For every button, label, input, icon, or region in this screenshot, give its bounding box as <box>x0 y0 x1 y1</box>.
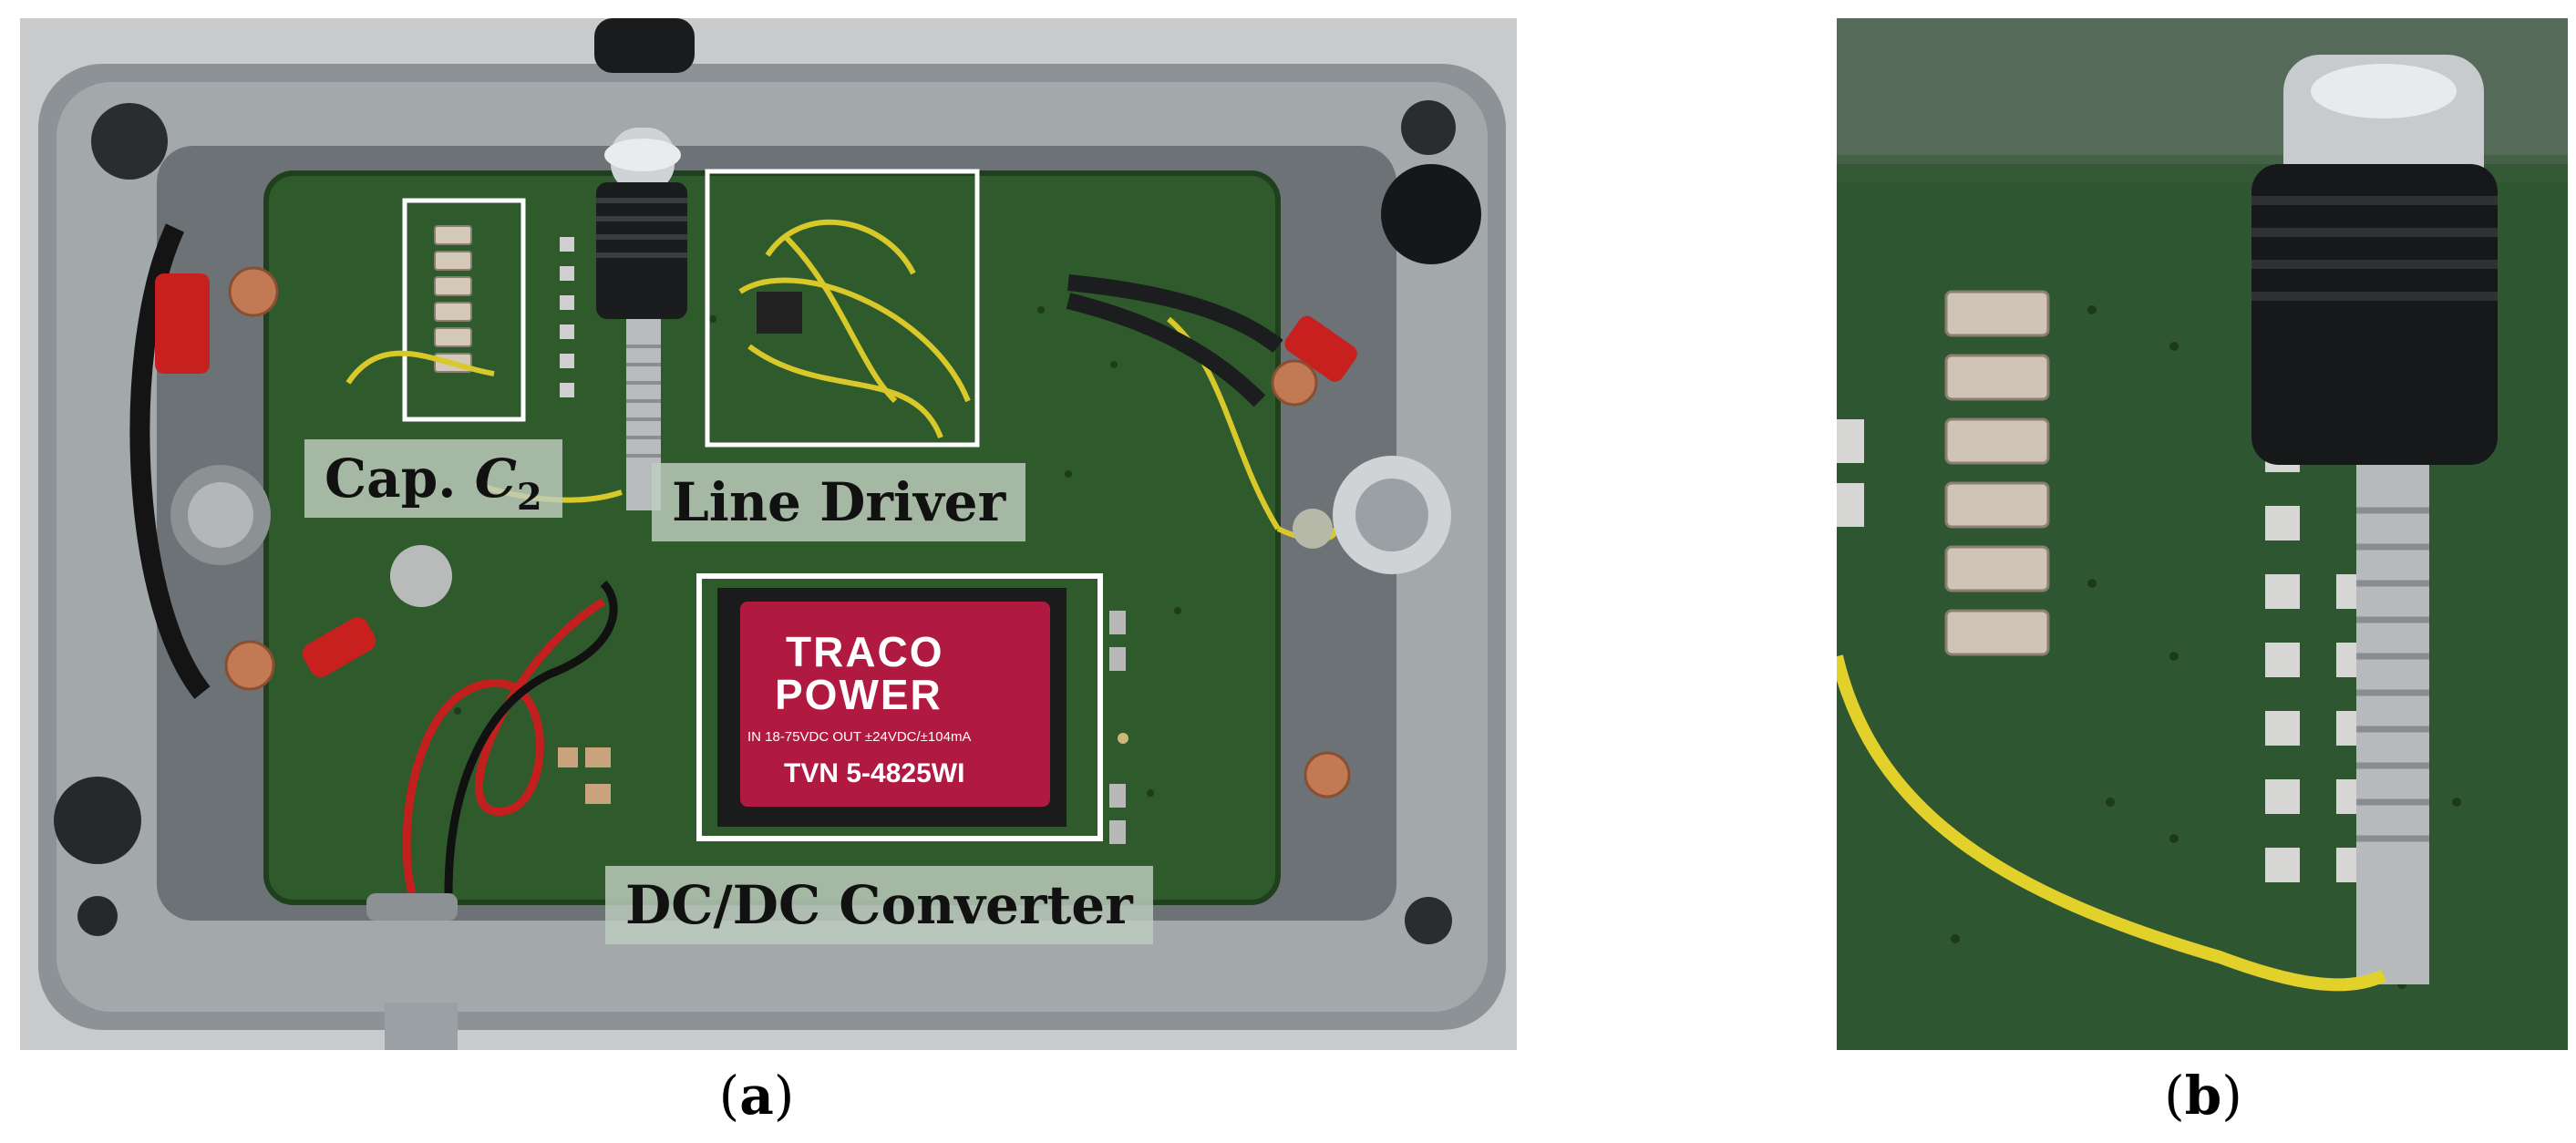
caption-b: (b) <box>2112 1065 2294 1127</box>
photo-enclosure-overview: TRACO POWER IN 18-75VDC OUT ±24VDC/±104m… <box>20 18 1517 1050</box>
capacitor-label-subscript: 2 <box>516 476 542 519</box>
left-red-terminal <box>155 273 210 374</box>
line-driver-label: Line Driver <box>652 463 1026 541</box>
yellow-wires <box>345 219 1337 542</box>
caption-a-open: ( <box>718 1065 740 1127</box>
capacitor-label: Cap. C2 <box>304 439 562 518</box>
capacitor-label-prefix: Cap. <box>325 448 475 510</box>
dcdc-brand-line2: POWER <box>775 671 943 718</box>
screw-hole-top-right <box>1401 100 1456 155</box>
photo-capacitor-closeup <box>1837 18 2568 1050</box>
caption-a-letter: a <box>739 1065 774 1127</box>
dcdc-model-text: TVN 5-4825WI <box>784 758 965 788</box>
dcdc-highlight-box <box>696 573 1103 841</box>
line-driver-highlight-box <box>705 169 980 448</box>
closeup-capacitors <box>1944 290 2050 656</box>
closeup-yellow-wire <box>1837 654 2387 992</box>
dcdc-label: DC/DC Converter <box>605 866 1153 944</box>
line-driver-ic <box>757 292 802 334</box>
dcdc-brand-line1: TRACO <box>786 628 944 675</box>
caption-b-letter: b <box>2184 1065 2222 1127</box>
capacitor-highlight-box <box>402 198 526 422</box>
screw-hole-bottom-right <box>1405 897 1452 944</box>
caption-a: (a) <box>665 1065 848 1127</box>
caption-b-close: ) <box>2221 1065 2242 1127</box>
capacitor-label-symbol: C <box>474 448 517 510</box>
screw-hole-top-left <box>91 103 168 180</box>
screw-hole-bottom-left <box>54 777 141 864</box>
closeup-bnc-connector <box>2251 164 2498 465</box>
red-crimp-terminal <box>1284 315 1357 382</box>
caption-b-open: ( <box>2164 1065 2185 1127</box>
closeup-photo <box>1837 18 2568 1050</box>
dcdc-spec-text: IN 18-75VDC OUT ±24VDC/±104mA <box>747 729 972 745</box>
caption-a-close: ) <box>773 1065 795 1127</box>
dcdc-module-label <box>740 602 1050 807</box>
